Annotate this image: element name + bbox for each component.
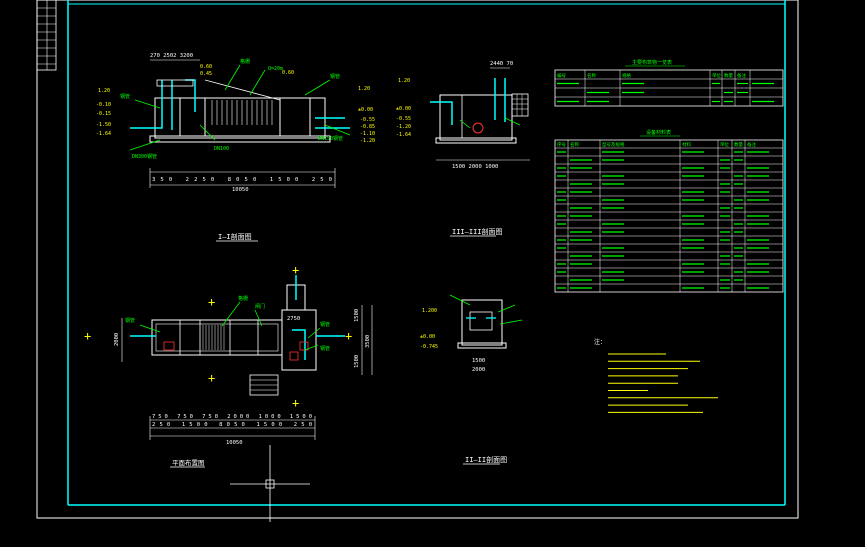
i-elev-right-5: -1.10 [360, 131, 375, 137]
svg-text:DN300钢管: DN300钢管 [132, 153, 157, 160]
svg-text:DN100: DN100 [214, 146, 229, 152]
i-elev-right-1: 1.20 [358, 86, 370, 92]
plan-title: 平面布置图 [172, 458, 205, 467]
ii-elev-1: 1.200 [422, 308, 437, 314]
section-ii-ii: 1.200 ±0.00 -0.745 1500 2000 II—II剖面图 [420, 294, 523, 465]
svg-text:钢管: 钢管 [125, 317, 135, 324]
i-elev-left-1: 1.20 [98, 88, 110, 94]
i-elev-left-2: -0.10 [96, 102, 111, 108]
i-elev-right-top: 0.60 [282, 70, 294, 76]
notes-block: 注： [594, 338, 718, 413]
svg-text:格栅: 格栅 [238, 295, 248, 302]
table-header-cell: 序号 [557, 141, 566, 148]
iii-elev-3: -0.55 [396, 116, 411, 122]
table-header-cell: 名称 [570, 141, 579, 148]
table-header-cell: 名称 [587, 72, 596, 79]
iii-dims-bottom: 1500 2000 1000 [452, 164, 498, 170]
crosshair-cursor [230, 445, 310, 522]
table-header-cell: 备注 [737, 72, 746, 79]
svg-text:+: + [84, 329, 91, 343]
svg-text:+: + [292, 396, 299, 410]
i-elev-left-4: -1.50 [96, 122, 111, 128]
section-iii-iii: 1.20 ±0.00 -0.55 -1.20 -1.64 2440 70 150… [396, 61, 530, 237]
notes-heading: 注： [594, 338, 606, 346]
i-title: I—I剖面图 [218, 232, 252, 241]
svg-text:钢管: 钢管 [320, 345, 330, 352]
svg-text:钢管: 钢管 [120, 93, 130, 100]
svg-text:DN150钢管: DN150钢管 [318, 135, 343, 142]
iii-elev-4: -1.20 [396, 124, 411, 130]
plan-dims-3: 10050 [226, 440, 243, 446]
i-elev-mid-1: 0.60 [200, 64, 212, 70]
drawing-frame [36, 0, 799, 519]
i-elev-right-6: -1.20 [360, 138, 375, 144]
svg-text:+: + [208, 371, 215, 385]
ii-elev-3: -0.745 [420, 344, 438, 350]
i-elev-left-3: -0.15 [96, 111, 111, 117]
i-dims-top: 270 2502 3200 [150, 53, 193, 59]
i-elev-right-3: -0.55 [360, 117, 375, 123]
table-header-cell: 备注 [747, 141, 756, 148]
ii-elev-2: ±0.00 [420, 334, 435, 340]
title-block-strip [36, 0, 57, 71]
table-header-cell: 单位 [720, 141, 729, 148]
equipment-table: 设备材料表 序号名称 型号及规格 材料 单位数量备注 [554, 129, 784, 293]
i-elev-left-5: -1.64 [96, 131, 111, 137]
table-header-cell: 规格 [622, 72, 631, 79]
svg-text:钢管: 钢管 [320, 321, 330, 328]
svg-text:闸门: 闸门 [255, 303, 265, 310]
i-elev-right-4: -0.85 [360, 124, 375, 130]
ii-dim-2: 2000 [472, 367, 485, 373]
svg-text:+: + [345, 329, 352, 343]
plan-dims-2: 250 1500 8050 1500 250 [152, 422, 312, 428]
svg-text:Q=20m: Q=20m [268, 66, 283, 72]
plan-room-label: 2750 [287, 316, 300, 322]
plan-dims-1: 750 750 750 2000 1000 1500 [152, 414, 312, 420]
svg-text:钢管: 钢管 [330, 73, 340, 80]
table-header-cell: 数量 [724, 72, 733, 79]
plan-dim-left: 2000 [114, 333, 120, 346]
section-i-i: 钢管 DN300钢管 DN100 格栅 Q=20m 钢管 DN150钢管 1.2… [96, 53, 375, 242]
i-dims-bottom-1: 350 2250 8050 1500 250 [152, 177, 332, 183]
i-elev-right-2: ±0.00 [358, 107, 373, 113]
svg-text:+: + [208, 295, 215, 309]
i-dims-bottom-2: 10050 [232, 187, 249, 193]
plan-dim-right-1: 1500 [354, 309, 360, 322]
plan-dim-right-3: 1500 [354, 355, 360, 368]
table-header-cell: 材料 [682, 141, 691, 148]
iii-elev-2: ±0.00 [396, 106, 411, 112]
iii-elev-5: -1.64 [396, 132, 411, 138]
table-header-cell: 编号 [557, 72, 566, 79]
table-1-title: 主要构筑物一览表 [632, 59, 672, 66]
table-header-cell: 数量 [734, 141, 743, 148]
iii-title: III—III剖面图 [452, 227, 503, 236]
iii-elev-1: 1.20 [398, 78, 410, 84]
svg-text:+: + [292, 263, 299, 277]
plan-dim-right-2: 3500 [365, 335, 371, 348]
ii-title: II—II剖面图 [465, 455, 507, 464]
ii-dim-1: 1500 [472, 358, 485, 364]
plan-view: + + + + + + 钢管 格栅 闸门 钢管 钢管 [84, 263, 373, 468]
table-header-cell: 单位 [712, 72, 721, 79]
table-header-cell: 型号及规格 [602, 141, 625, 148]
iii-dims-top: 2440 70 [490, 61, 513, 67]
table-2-title: 设备材料表 [646, 129, 671, 136]
structures-table: 主要构筑物一览表 编号 名称 规格 单位数量备注 [554, 59, 784, 107]
svg-text:格栅: 格栅 [240, 58, 250, 65]
i-elev-mid-2: 0.45 [200, 71, 212, 77]
